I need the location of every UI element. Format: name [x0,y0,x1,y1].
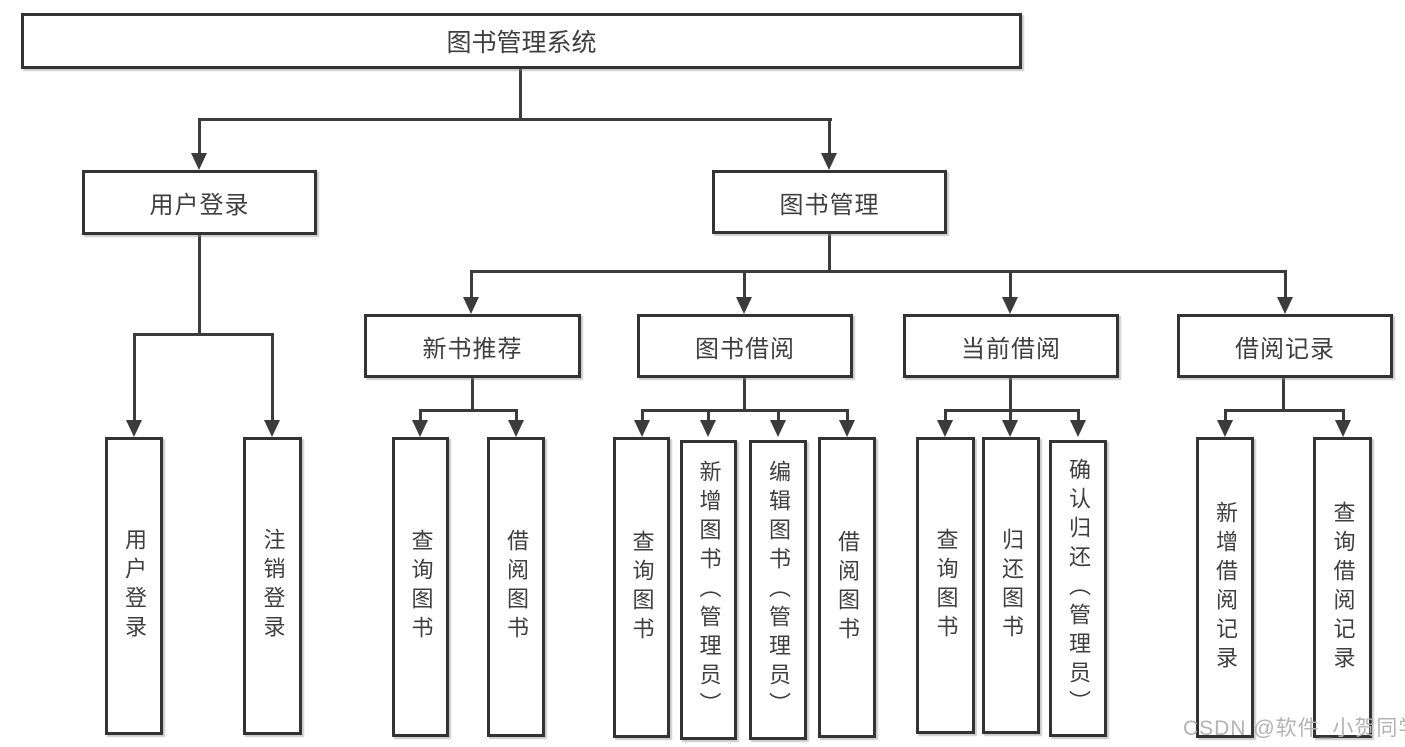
leaf-logout-login-label: 注销登录 [260,528,286,644]
node-current-borrowing: 当前借阅 [903,314,1119,378]
connector-line [743,378,746,412]
node-library-system: 图书管理系统 [21,13,1022,69]
connector-line [707,409,710,424]
leaf-user-login: 用户登录 [105,437,163,735]
leaf-edit-books-admin: 编辑图书（管理员） [749,440,807,740]
node-book-management: 图书管理 [712,170,947,234]
connector-line [944,409,1080,412]
arrowhead [821,153,837,170]
leaf-query-books-borrowing: 查询图书 [613,437,670,738]
leaf-query-books-current-label: 查询图书 [933,527,959,644]
connector-line [1342,409,1345,424]
node-book-borrowing-label: 图书借阅 [695,335,795,363]
arrowhead [634,420,650,437]
connector-line [470,270,1287,273]
arrowhead [839,420,855,437]
leaf-borrow-books-recommend: 借阅图书 [487,437,545,737]
node-user-login: 用户登录 [82,170,317,235]
arrowhead [937,420,953,437]
node-current-borrowing-label: 当前借阅 [961,335,1061,363]
connector-line [515,409,518,424]
connector-line [470,270,473,301]
leaf-query-books-recommend-label: 查询图书 [408,529,434,645]
arrowhead [508,420,524,437]
leaf-confirm-return-admin: 确认归还（管理员） [1049,440,1107,737]
node-borrowing-records-label: 借阅记录 [1235,335,1335,363]
connector-line [944,409,947,424]
node-new-book-recommend-label: 新书推荐 [422,335,523,363]
connector-line [133,333,136,424]
leaf-return-books-label: 归还图书 [999,527,1024,644]
connector-line [133,333,274,336]
leaf-add-books-admin-label: 新增图书（管理员） [696,459,722,721]
leaf-return-books: 归还图书 [982,437,1040,734]
node-new-book-recommend: 新书推荐 [364,314,581,378]
arrowhead [736,297,752,314]
connector-line [846,409,849,424]
leaf-query-books-borrowing-label: 查询图书 [629,529,655,646]
node-library-system-label: 图书管理系统 [446,29,597,57]
connector-line [1009,409,1012,424]
connector-line [419,409,518,412]
leaf-query-books-recommend: 查询图书 [392,437,449,737]
arrowhead [126,420,142,437]
leaf-borrow-books-borrowing: 借阅图书 [818,437,876,738]
arrowhead [1002,420,1018,437]
connector-line [828,234,831,273]
leaf-user-login-label: 用户登录 [122,528,147,644]
connector-line [641,409,644,424]
connector-line [1224,409,1345,412]
arrowhead [463,297,479,314]
arrowhead [1217,420,1233,437]
arrowhead [191,153,207,170]
leaf-confirm-return-admin-label: 确认归还（管理员） [1066,458,1091,719]
arrowhead [1277,297,1293,314]
arrowhead [412,420,428,437]
arrowhead [1002,297,1018,314]
leaf-add-borrow-record-label: 新增借阅记录 [1213,500,1238,675]
connector-line [419,409,422,424]
arrowhead [700,420,716,437]
connector-line [777,409,780,424]
leaf-borrow-books-recommend-label: 借阅图书 [504,529,529,645]
connector-line [471,378,474,412]
node-borrowing-records: 借阅记录 [1177,314,1393,378]
connector-line [198,235,201,336]
watermark: CSDN @软件_小贺同学 [1183,717,1405,740]
leaf-query-borrow-record: 查询借阅记录 [1313,437,1372,738]
connector-line [198,118,832,121]
connector-line [519,69,522,120]
leaf-logout-login: 注销登录 [243,437,302,735]
arrowhead [1070,420,1086,437]
node-book-management-label: 图书管理 [779,191,880,219]
connector-line [1009,378,1012,412]
node-book-borrowing: 图书借阅 [637,314,853,378]
node-user-login-label: 用户登录 [149,192,250,219]
arrowhead [264,420,280,437]
connector-line [1009,270,1012,301]
connector-line [198,118,201,157]
connector-line [743,270,746,301]
connector-line [828,118,831,157]
connector-line [1284,270,1287,301]
leaf-edit-books-admin-label: 编辑图书（管理员） [766,459,791,721]
arrowhead [770,420,786,437]
leaf-borrow-books-borrowing-label: 借阅图书 [835,529,860,646]
connector-line [1282,378,1285,412]
connector-line [1077,409,1080,424]
arrowhead [1335,420,1351,437]
leaf-query-borrow-record-label: 查询借阅记录 [1330,500,1356,675]
leaf-query-books-current: 查询图书 [916,437,975,734]
leaf-add-borrow-record: 新增借阅记录 [1196,437,1254,738]
connector-line [271,333,274,424]
connector-line [1224,409,1227,424]
connector-line [641,409,849,412]
leaf-add-books-admin: 新增图书（管理员） [680,440,737,740]
